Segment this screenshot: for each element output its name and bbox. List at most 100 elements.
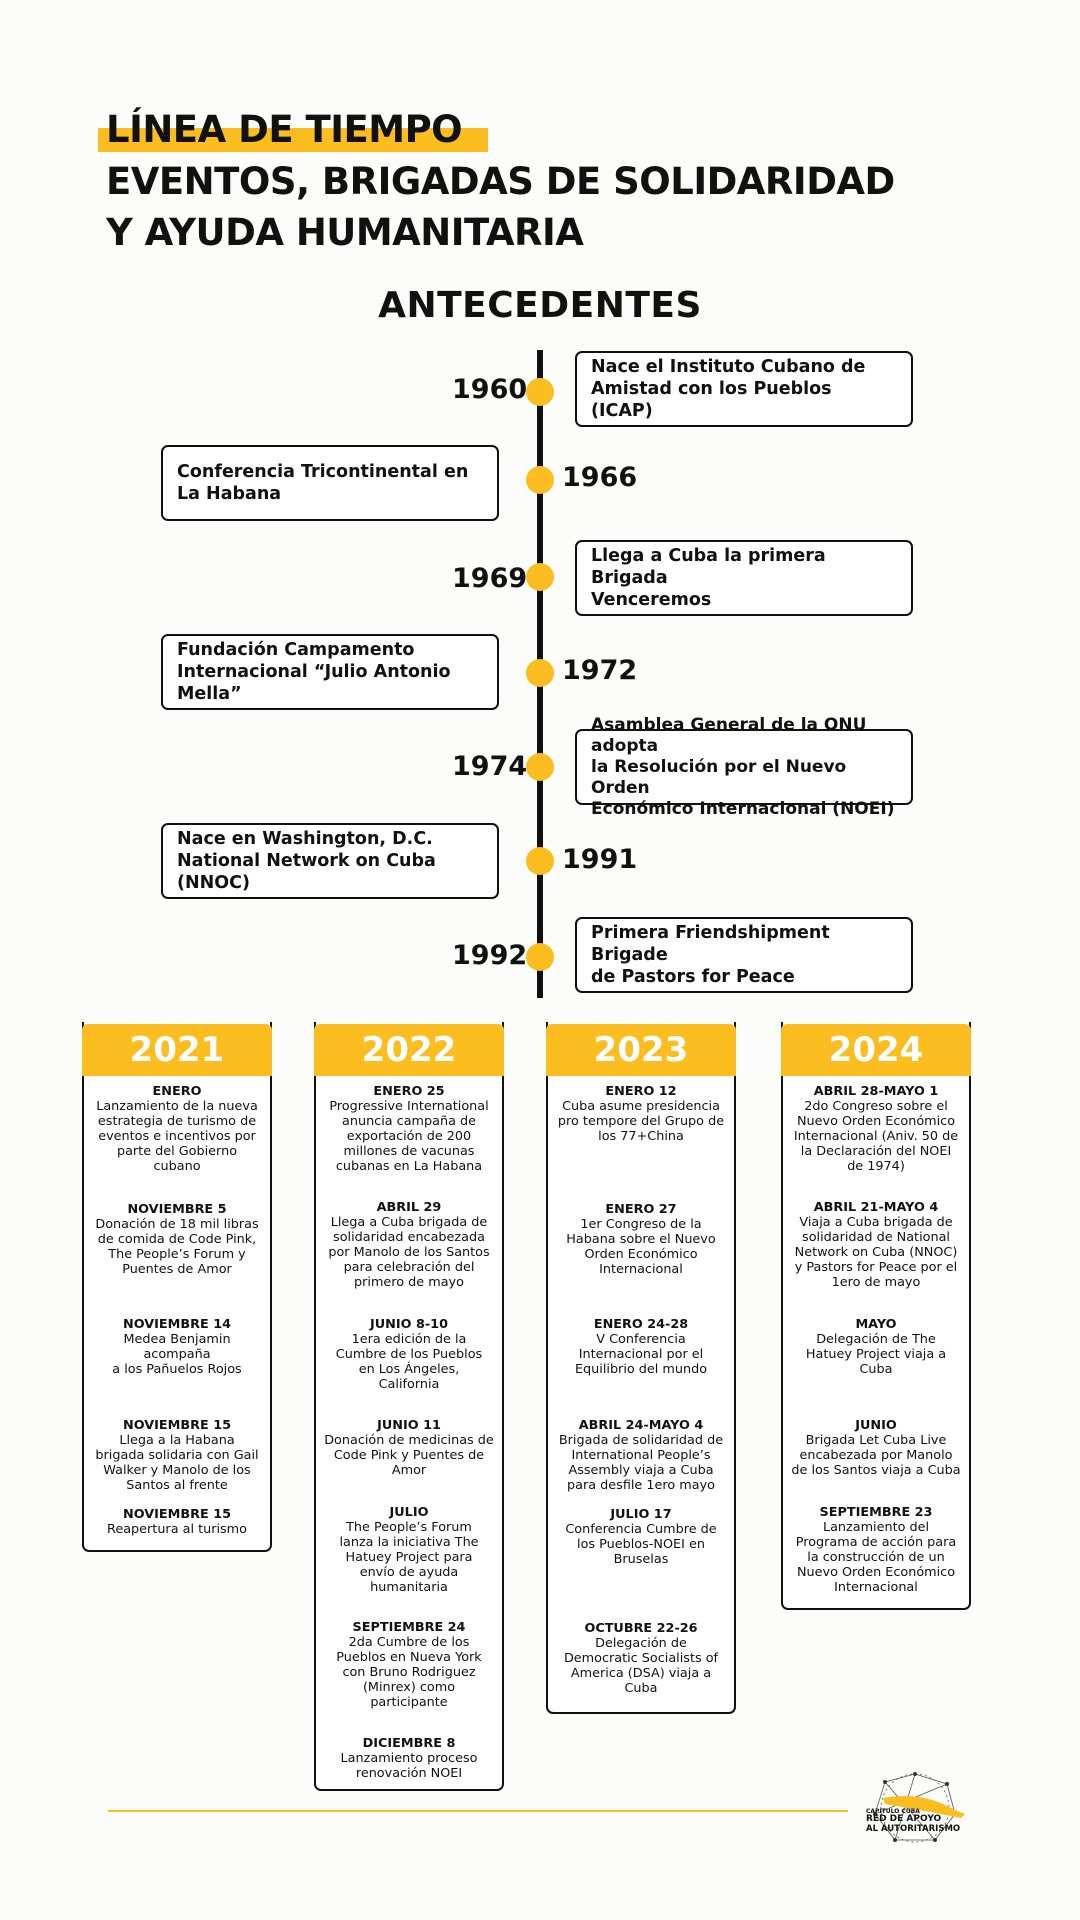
event-date: SEPTIEMBRE 23 [819,1505,933,1520]
timeline-event-box: Conferencia Tricontinental en La Habana [161,445,499,521]
footer-divider [108,1810,848,1812]
timeline-year: 1974 [452,751,528,782]
event-text: Brigada de solidaridad de International … [558,1433,724,1493]
timeline-event-text: Conferencia Tricontinental en La Habana [177,462,469,504]
event-date: NOVIEMBRE 15 [123,1507,231,1522]
timeline-event-text: Asamblea General de la ONU adopta la Res… [591,714,895,819]
event-date: JUNIO 11 [377,1418,441,1433]
year-column-header: 2023 [546,1024,736,1076]
event-text: Conferencia Cumbre de los Pueblos-NOEI e… [565,1522,717,1567]
year-column-2021 [82,1022,272,1552]
event-date: NOVIEMBRE 14 [123,1317,231,1332]
event-date: ENERO [152,1084,202,1099]
event-text: 1er Congreso de la Habana sobre el Nuevo… [566,1217,716,1277]
timeline-year: 1972 [562,655,638,686]
timeline-event-box: Fundación Campamento Internacional “Juli… [161,634,499,710]
page-subtitle-line2: Y AYUDA HUMANITARIA [106,211,584,254]
event-text: Lanzamiento del Programa de acción para … [795,1520,957,1595]
timeline-event-box: Nace en Washington, D.C. National Networ… [161,823,499,899]
timeline-year: 1991 [562,844,638,875]
year-column-header: 2022 [314,1024,504,1076]
timeline-event-box: Nace el Instituto Cubano de Amistad con … [575,351,913,427]
year-column-2022 [314,1022,504,1791]
page-subtitle-line1: EVENTOS, BRIGADAS DE SOLIDARIDAD [106,160,895,203]
event-date: JUNIO 8-10 [370,1317,448,1332]
timeline-dot [526,659,554,687]
year-column-header: 2021 [82,1024,272,1076]
timeline-year: 1966 [562,462,638,493]
event-text: Delegación de Democratic Socialists of A… [563,1636,719,1696]
event-text: 2do Congreso sobre el Nuevo Orden Económ… [793,1099,959,1174]
event-date: NOVIEMBRE 15 [123,1418,231,1433]
event-text: Llega a Cuba brigada de solidaridad enca… [328,1215,490,1290]
event-text: Lanzamiento de la nueva estrategia de tu… [96,1099,258,1174]
timeline-dot [526,943,554,971]
event-date: ABRIL 24-MAYO 4 [578,1418,704,1433]
event-text: Cuba asume presidencia pro tempore del G… [557,1099,725,1144]
timeline-dot [526,466,554,494]
event-text: Progressive International anuncia campañ… [329,1099,489,1174]
event-text: V Conferencia Internacional por el Equil… [574,1332,708,1377]
event-text: 1era edición de la Cumbre de los Pueblos… [335,1332,483,1392]
logo-title-line2: AL AUTORITARISMO [866,1824,961,1834]
logo-title: RED DE APOYO [866,1814,942,1824]
event-date: JULIO [389,1505,429,1520]
timeline-year: 1960 [452,374,528,405]
timeline-event-box: Llega a Cuba la primera Brigada Vencerem… [575,540,913,616]
event-date: ABRIL 21-MAYO 4 [813,1200,939,1215]
event-date: JUNIO [855,1418,897,1433]
event-text: Viaja a Cuba brigada de solidaridad de N… [794,1215,958,1290]
event-text: Brigada Let Cuba Live encabezada por Man… [791,1433,961,1478]
event-date: JULIO 17 [610,1507,672,1522]
event-text: Donación de 18 mil libras de comida de C… [95,1217,259,1277]
event-text: Reapertura al turismo [107,1522,247,1537]
timeline-dot [526,753,554,781]
page-title: LÍNEA DE TIEMPO [106,108,463,151]
event-date: ENERO 27 [605,1202,677,1217]
title-highlight [98,128,488,152]
event-date: ABRIL 28-MAYO 1 [813,1084,939,1099]
event-date: MAYO [855,1317,897,1332]
timeline-year: 1969 [452,563,528,594]
section-title: ANTECEDENTES [378,285,702,326]
timeline-year: 1992 [452,940,528,971]
event-date: ENERO 24-28 [593,1317,689,1332]
event-text: Donación de medicinas de Code Pink y Pue… [324,1433,494,1478]
timeline-event-box: Asamblea General de la ONU adopta la Res… [575,715,913,819]
year-column-2023 [546,1022,736,1714]
timeline-event-text: Nace en Washington, D.C. National Networ… [177,829,436,893]
event-date: SEPTIEMBRE 24 [352,1620,466,1635]
event-text: 2da Cumbre de los Pueblos en Nueva York … [336,1635,482,1710]
event-text: The People’s Forum lanza la iniciativa T… [339,1520,479,1595]
event-text: Medea Benjamin acompaña a los Pañuelos R… [112,1332,242,1377]
timeline-event-box: Primera Friendshipment Brigade de Pastor… [575,917,913,993]
timeline-dot [526,563,554,591]
timeline-event-text: Nace el Instituto Cubano de Amistad con … [591,357,866,421]
timeline-event-text: Llega a Cuba la primera Brigada Vencerem… [591,546,826,610]
event-text: Llega a la Habana brigada solidaria con … [95,1433,259,1493]
event-date: DICIEMBRE 8 [362,1736,456,1751]
logo-subtitle: CAPÍTULO CUBA [866,1808,920,1815]
timeline-event-text: Fundación Campamento Internacional “Juli… [177,640,451,704]
